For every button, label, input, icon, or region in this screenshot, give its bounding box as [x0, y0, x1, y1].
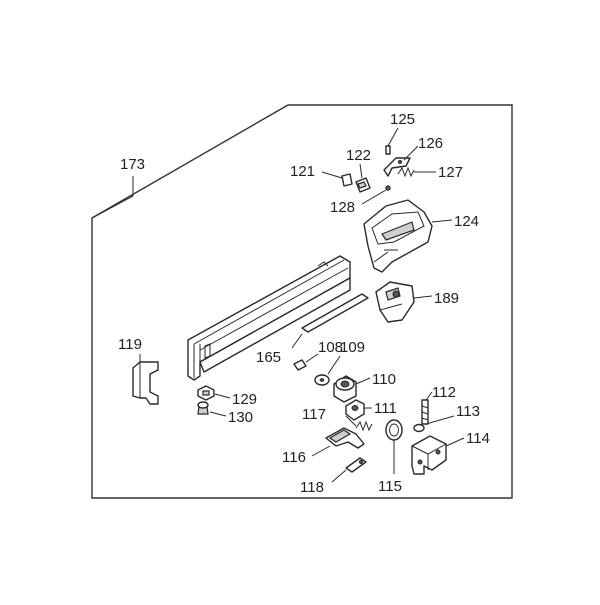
label-127: 127: [438, 164, 463, 181]
part-108-pin: [293, 353, 319, 371]
label-173: 173: [120, 156, 145, 173]
part-114-bracket: [411, 435, 465, 475]
label-128: 128: [330, 199, 355, 216]
label-111: 111: [374, 400, 397, 417]
part-127-spring: [397, 166, 436, 178]
label-129: 129: [232, 391, 257, 408]
part-128-ring: [361, 185, 391, 205]
label-124: 124: [454, 213, 479, 230]
label-121: 121: [290, 163, 315, 180]
label-117: 117: [302, 406, 326, 423]
part-125-pin: [385, 127, 399, 155]
label-115: 115: [378, 478, 402, 495]
part-129-nut: [197, 385, 231, 401]
label-109: 109: [340, 339, 365, 356]
part-130-screw: [197, 401, 227, 417]
part-124-housing: [363, 199, 453, 273]
part-111-nut: [345, 399, 372, 421]
part-magazine-rail: [187, 255, 351, 381]
part-116-latch: [311, 427, 365, 457]
assembly-leader-2: [91, 195, 134, 219]
label-119: 119: [118, 336, 142, 353]
part-115-ring: [385, 419, 403, 474]
label-110: 110: [372, 371, 396, 388]
label-122: 122: [346, 147, 371, 164]
label-165: 165: [256, 349, 281, 366]
assembly-frame: [91, 104, 513, 499]
label-116: 116: [282, 449, 306, 466]
label-113: 113: [456, 403, 480, 420]
part-113-washer: [413, 415, 455, 433]
part-110-bushing: [333, 375, 371, 403]
part-112-screw: [421, 391, 433, 425]
label-114: 114: [466, 430, 490, 447]
part-189-guide: [375, 281, 433, 323]
part-119-bracket: [132, 354, 159, 405]
part-121-pin: [321, 171, 353, 187]
part-109-washer: [314, 355, 341, 386]
part-117-spring: [345, 415, 373, 432]
label-130: 130: [228, 409, 253, 426]
part-126-pawl: [383, 145, 419, 177]
part-118-lever: [331, 457, 367, 483]
label-108: 108: [318, 339, 343, 356]
label-118: 118: [300, 479, 324, 496]
label-189: 189: [434, 290, 459, 307]
part-165-strip: [291, 293, 369, 349]
part-122-block: [355, 163, 371, 193]
label-125: 125: [390, 111, 415, 128]
label-112: 112: [432, 384, 456, 401]
label-126: 126: [418, 135, 443, 152]
